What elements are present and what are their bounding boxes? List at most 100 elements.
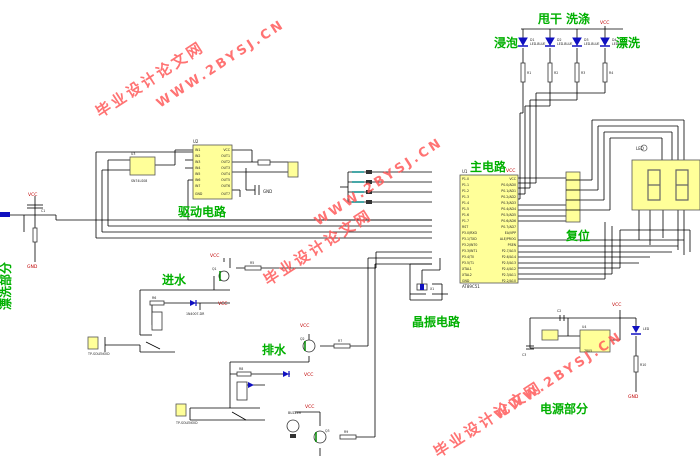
driver-pin-label: IN5: [195, 172, 200, 176]
buzzer: BUZZER Q3 R9 VCC: [286, 404, 357, 444]
mcu-pin-label: P1.4: [462, 201, 469, 205]
transistor-label: Q1: [212, 267, 217, 271]
driver-pin-label: IN2: [195, 154, 200, 158]
valve-label: TP-SOLENOID: [175, 421, 198, 425]
mcu-pin-label: P3.0/RXD: [462, 231, 477, 235]
vcc-label: VCC: [600, 20, 609, 26]
mcu-pin-label: P0.7/AD7: [501, 225, 516, 229]
resistor-ref: R1: [527, 71, 531, 75]
mcu-pin-label: P3.2/INT0: [462, 243, 477, 247]
mcu-pin-label: P1.2: [462, 189, 469, 193]
driver-chip: U2 IN1 IN2 IN3 IN4 IN5 IN6 IN7 GND VCC O…: [192, 139, 233, 200]
driver-pin-label: IN3: [195, 160, 200, 164]
vcc-label: VCC: [300, 323, 309, 329]
vcc-label: VCC: [304, 372, 313, 378]
vcc-label: VCC: [612, 302, 621, 308]
mcu-pin-label: ALE/PROG: [500, 237, 517, 241]
wiring: [0, 26, 691, 456]
mcu-pin-label: RST: [462, 225, 468, 229]
crystal: X1: [410, 283, 448, 295]
resistor-ref: R6: [152, 296, 156, 300]
mcu-pin-label: P2.6/A14: [502, 255, 516, 259]
connector-right-of-driver: GND: [254, 159, 299, 195]
status-leds: D1 LED-BLUE R1 D2 LED-BLUE R2 D3 LED-BLU…: [518, 20, 627, 83]
led-part: LED-BLUE: [530, 42, 545, 46]
mcu-left-pin-labels: P1.0 P1.1 P1.2 P1.3 P1.4 P1.5 P1.6 P1.7 …: [462, 177, 477, 283]
driver-pin-label: GND: [195, 192, 203, 196]
push-buttons: [352, 170, 372, 204]
mcu-pin-label: P1.3: [462, 195, 469, 199]
mcu-pin-label: P3.5/T1: [462, 261, 474, 265]
led-diode: D4 LED-BLUE R4: [600, 37, 627, 83]
vcc-label: VCC: [28, 192, 37, 198]
water-out-driver: Q2 R7 VCC R8 VCC TP-SOLENOID: [175, 323, 351, 425]
drive-circuit-label: 驱动电路: [178, 204, 227, 219]
driver-pin-label: OUT1: [221, 154, 230, 158]
logic-ref-label: U3: [131, 152, 135, 156]
driver-pin-label: IN6: [195, 178, 200, 182]
left-input: VCC C1 GND: [0, 192, 45, 270]
driver-ref-label: U2: [193, 139, 199, 144]
driver-pin-label: VCC: [223, 148, 230, 152]
resistor-ref: R9: [344, 430, 348, 434]
driver-pin-label: IN7: [195, 184, 200, 188]
led-part: LED-BLUE: [612, 42, 627, 46]
cap-label: C1: [41, 209, 45, 213]
rinse-label: 漂洗: [616, 35, 640, 50]
cap-label: C3: [522, 353, 526, 357]
mcu-pin-label: P0.4/AD4: [501, 207, 516, 211]
mcu-pin-label: P2.2/A10: [502, 279, 516, 283]
buzzer-label: BUZZER: [288, 411, 302, 415]
transistor-label: Q2: [300, 337, 305, 341]
mcu-pin-label: XTAL2: [462, 273, 472, 277]
led-ref: D1: [530, 38, 534, 42]
mcu-pin-label: P1.0: [462, 177, 469, 181]
led-ref: D4: [612, 38, 616, 42]
mcu-pin-label: P2.3/A11: [502, 273, 516, 277]
mcu-pin-label: P3.3/INT1: [462, 249, 477, 253]
driver-pin-label: IN1: [195, 148, 200, 152]
resistor-ref: R8: [239, 367, 243, 371]
vcc-label: VCC: [305, 404, 314, 410]
mcu-pin-label: P2.7/A15: [502, 249, 516, 253]
cap-label: C2: [557, 309, 561, 313]
resistor-ref: R5: [250, 261, 254, 265]
resistor-ref: R2: [554, 71, 558, 75]
mcu-chip: AT89C51 U1 P1.0 P1.1 P1.2 P1.3 P1.4 P1.5…: [459, 168, 519, 289]
reset-label: 复位: [565, 228, 590, 243]
led-ref: D3: [584, 38, 588, 42]
seven-segment-display: LED: [631, 144, 700, 211]
vcc-label: VCC: [210, 253, 219, 259]
mcu-pin-label: P3.1/TXD: [462, 237, 477, 241]
vcc-label: VCC: [218, 301, 227, 307]
mcu-pin-label: P1.1: [462, 183, 469, 187]
mcu-vcc-label: VCC: [506, 168, 515, 174]
mcu-pin-label: P0.1/AD1: [501, 189, 516, 193]
mcu-pin-label: P0.0/AD0: [501, 183, 516, 187]
water-out-label: 排水: [262, 342, 287, 357]
led-diode: D1 LED-BLUE R1: [518, 37, 545, 83]
gnd-label: GND: [27, 264, 38, 270]
gnd-label: GND: [263, 189, 272, 194]
driver-pin-label: OUT2: [221, 160, 230, 164]
mcu-pin-label: P2.4/A12: [502, 267, 516, 271]
mcu-pin-label: P0.5/AD5: [501, 213, 516, 217]
power-led-label: LED: [643, 327, 650, 331]
driver-pin-label: IN4: [195, 166, 200, 170]
mcu-pin-label: XTAL1: [462, 267, 472, 271]
main-circuit-label: 主电路: [470, 159, 507, 174]
mcu-pin-label: GND: [462, 279, 470, 283]
left-edge-label: 漂洗部分: [0, 262, 13, 310]
mcu-pin-label: PSEN: [508, 243, 517, 247]
mcu-pin-label: P1.6: [462, 213, 469, 217]
crystal-circuit-label: 晶振电路: [412, 314, 461, 329]
power-supply: 7805 U4 C2 C3 LED R10 VCC GND: [522, 302, 650, 400]
crystal-label: X1: [430, 287, 434, 291]
wash-label: 洗涤: [566, 11, 590, 26]
resistor-ref: R10: [640, 363, 646, 367]
mcu-part-label: AT89C51: [462, 284, 480, 289]
driver-pin-label: OUT5: [221, 178, 230, 182]
water-in-label: 进水: [162, 272, 187, 287]
valve-label: TP-SOLENOID: [87, 352, 110, 356]
